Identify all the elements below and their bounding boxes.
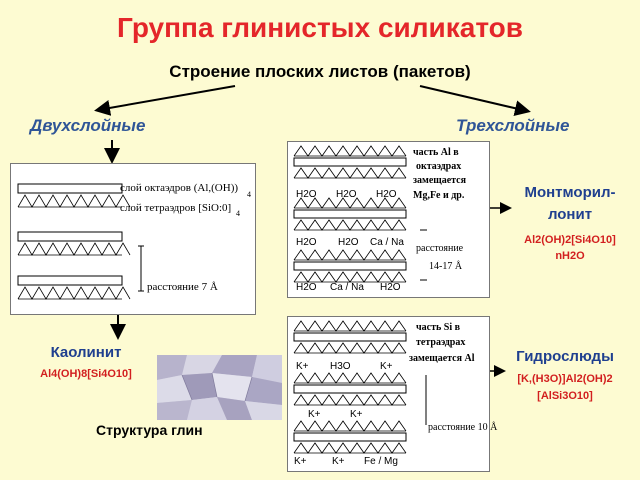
- hyd-note-line-3: замещается Al: [409, 353, 475, 364]
- hyd-row1-c: K+: [380, 361, 393, 372]
- hyd-octa-2: [293, 384, 407, 394]
- montmorillonite-name-2: лонит: [547, 206, 593, 223]
- clay-photo-svg: [157, 355, 282, 420]
- page-title: Группа глинистых силикатов: [117, 12, 523, 43]
- note-line-3: замещается: [413, 175, 467, 186]
- montmorillonite-formula-2: nH2O: [555, 250, 585, 262]
- mont-tetra-bottom-2: [293, 219, 407, 231]
- hyd-note-line-2: тетраэдрах: [416, 337, 465, 348]
- montmorillonite-formula-1: Al2(OH)2[Si4O10]: [524, 234, 616, 246]
- mont-tetra-bottom-3: [293, 271, 407, 283]
- mont-row3-a: H2O: [296, 282, 317, 293]
- kaolinite-name: Каолинит: [50, 344, 122, 361]
- kaolinite-tetrahedra-layer-3: [17, 286, 131, 300]
- arrow-right: [419, 85, 531, 117]
- hyd-tetra-top-3: [293, 420, 407, 432]
- hyd-distance-label: расстояние 10 Å: [428, 421, 498, 433]
- clay-structure-photo: [157, 355, 282, 420]
- label-octahedra: слой октаэдров (Al,(OH)): [120, 182, 238, 194]
- subtitle: Строение плоских листов (пакетов): [169, 62, 471, 81]
- mont-tetra-top-3: [293, 249, 407, 261]
- kaolinite-octahedra-layer-2: [17, 231, 123, 242]
- mont-tetra-bottom-1: [293, 167, 407, 179]
- kaolinite-octahedra-layer-1: [17, 183, 123, 194]
- hyd-row3-a: K+: [294, 456, 307, 467]
- mont-row2-c: Ca / Na: [370, 237, 404, 248]
- mont-octa-3: [293, 261, 407, 271]
- hydromica-name: Гидрослюды: [516, 348, 614, 365]
- hyd-tetra-top-1: [293, 320, 407, 332]
- mont-octa-2: [293, 209, 407, 219]
- label-tetrahedra: слой тетраэдров [SiO:0]: [120, 202, 231, 214]
- mont-row2-b: H2O: [338, 237, 359, 248]
- mont-row3-b: Ca / Na: [330, 282, 364, 293]
- hyd-row1-a: K+: [296, 361, 309, 372]
- mont-row1-a: H2O: [296, 189, 317, 200]
- distance-label: расстояние 7 Å: [147, 281, 218, 293]
- hyd-row3-b: K+: [332, 456, 345, 467]
- kaolinite-diagram: слой октаэдров (Al,(OH)) 4 слой тетраэдр…: [10, 163, 256, 315]
- kaolinite-octahedra-layer-3: [17, 275, 123, 286]
- photo-caption: Структура глин: [96, 422, 203, 438]
- hyd-row2-a: K+: [308, 409, 321, 420]
- hyd-tetra-top-2: [293, 372, 407, 384]
- mont-distance-label: расстояние: [416, 243, 464, 254]
- hyd-row1-b: H3O: [330, 361, 351, 372]
- note-line-2: октаэдрах: [416, 161, 461, 172]
- hydromica-svg: часть Si в тетраэдрах замещается Al K+ H…: [293, 320, 498, 467]
- kaolinite-tetrahedra-layer-2: [17, 242, 131, 256]
- mont-row1-b: H2O: [336, 189, 357, 200]
- hyd-tetra-bottom-2: [293, 394, 407, 406]
- hyd-row2-b: K+: [350, 409, 363, 420]
- branch-two-layer: Двухслойные: [30, 116, 146, 135]
- hydromica-formula-1: [K,(H3O)]Al2(OH)2: [517, 373, 613, 385]
- branch-three-layer: Трехслойные: [456, 116, 570, 135]
- montmorillonite-diagram: часть Al в октаэдрах замещается Mg,Fe и …: [287, 141, 490, 298]
- mont-octa-1: [293, 157, 407, 167]
- hyd-note-line-1: часть Si в: [416, 322, 461, 333]
- kaolinite-tetrahedra-layer-1: [17, 194, 131, 208]
- arrow-left: [94, 85, 236, 116]
- hyd-octa-1: [293, 332, 407, 342]
- montmorillonite-name-1: Монтморил-: [524, 184, 616, 201]
- montmorillonite-svg: часть Al в октаэдрах замещается Mg,Fe и …: [293, 145, 467, 293]
- hydromica-diagram: часть Si в тетраэдрах замещается Al K+ H…: [287, 316, 498, 472]
- hydromica-formula-2: [AlSi3O10]: [537, 390, 593, 402]
- kaolinite-svg: слой октаэдров (Al,(OH)) 4 слой тетраэдр…: [17, 182, 251, 300]
- mont-row1-c: H2O: [376, 189, 397, 200]
- mont-tetra-top-1: [293, 145, 407, 157]
- mont-distance-value: 14-17 Å: [429, 260, 463, 272]
- hyd-tetra-bottom-1: [293, 342, 407, 354]
- kaolinite-formula: Al4(OH)8[Si4O10]: [40, 368, 132, 380]
- label-octahedra-sub: 4: [247, 190, 251, 199]
- label-tetrahedra-sub: 4: [236, 209, 240, 218]
- hyd-tetra-bottom-3: [293, 442, 407, 454]
- mont-row3-c: H2O: [380, 282, 401, 293]
- note-line-1: часть Al в: [413, 147, 459, 158]
- hyd-octa-3: [293, 432, 407, 442]
- mont-row2-a: H2O: [296, 237, 317, 248]
- note-line-4: Mg,Fe и др.: [413, 190, 465, 201]
- hyd-row3-c: Fe / Mg: [364, 456, 398, 467]
